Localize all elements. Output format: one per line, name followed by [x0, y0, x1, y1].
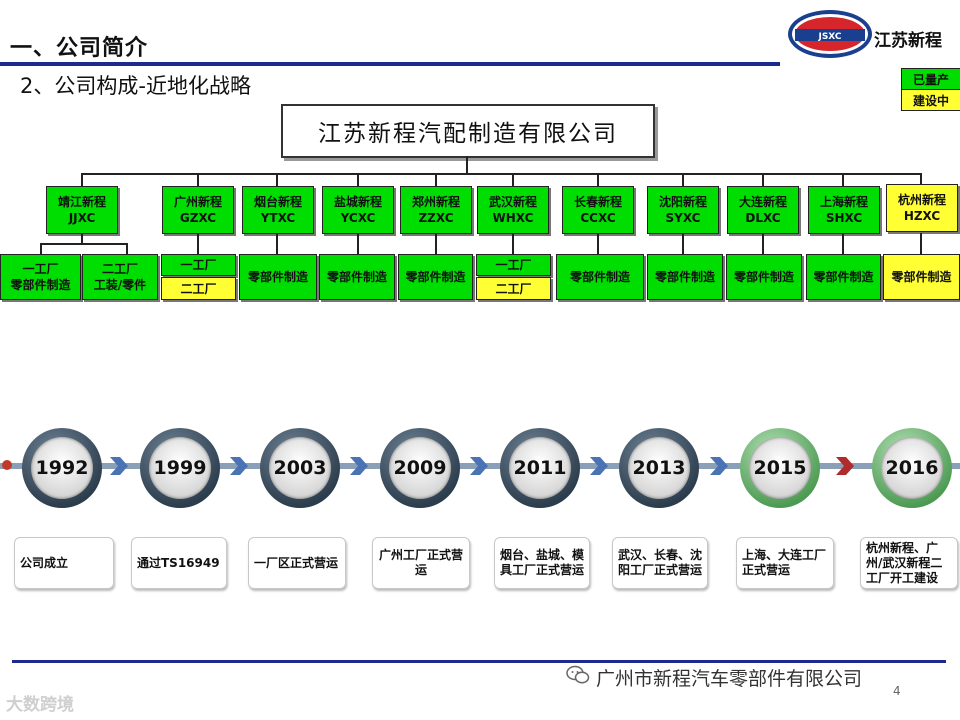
year-node: 2011: [500, 428, 580, 508]
section-subtitle: 2、公司构成-近地化战略: [20, 74, 251, 98]
plant-jj-1: 一工厂零部件制造: [0, 254, 81, 300]
org-root: 江苏新程汽配制造有限公司: [281, 104, 655, 158]
event-card: 通过TS16949: [131, 537, 227, 589]
year-node: 1992: [22, 428, 102, 508]
watermark: 大数跨境: [6, 695, 74, 715]
legend-in-production: 已量产: [901, 68, 960, 90]
wechat-icon: [566, 665, 590, 684]
branch-drop: [597, 173, 599, 186]
plant-connector: [40, 243, 42, 254]
event-card: 广州工厂正式营运: [372, 537, 470, 589]
plant-connector: [126, 243, 128, 254]
branch-drop: [81, 173, 83, 186]
year-node: 2003: [260, 428, 340, 508]
header-rule: [0, 62, 780, 66]
plant-sh: 零部件制造: [806, 254, 881, 300]
chevron-right-icon: [350, 457, 368, 475]
plant-connector: [512, 233, 514, 254]
plant-hz: 零部件制造: [883, 254, 960, 300]
plant-wh-1: 一工厂: [476, 254, 551, 276]
year-label: 2003: [269, 437, 331, 499]
year-label: 2016: [881, 437, 943, 499]
plant-yt: 零部件制造: [239, 254, 317, 300]
branch-drop: [276, 173, 278, 186]
year-label: 2011: [509, 437, 571, 499]
year-label: 2009: [389, 437, 451, 499]
chevron-right-icon: [470, 457, 488, 475]
chevron-right-icon: [110, 457, 128, 475]
branch-drop: [435, 173, 437, 186]
plant-sy: 零部件制造: [647, 254, 723, 300]
event-card: 上海、大连工厂正式营运: [736, 537, 834, 589]
plant-connector: [81, 233, 83, 243]
branch-drop: [682, 173, 684, 186]
event-card: 武汉、长春、沈阳工厂正式营运: [612, 537, 708, 589]
plant-yc: 零部件制造: [319, 254, 395, 300]
branch-bus: [81, 173, 921, 175]
event-card: 一厂区正式营运: [248, 537, 346, 589]
plant-connector: [597, 233, 599, 254]
plant-connector: [435, 233, 437, 254]
branch-drop: [357, 173, 359, 186]
footer-company: 广州市新程汽车零部件有限公司: [596, 668, 863, 690]
plant-connector: [40, 243, 128, 245]
chevron-right-icon: [836, 457, 854, 475]
year-label: 1992: [31, 437, 93, 499]
chevron-right-icon: [590, 457, 608, 475]
section-title: 一、公司简介: [10, 36, 149, 61]
plant-connector: [682, 233, 684, 254]
plant-gz-1: 一工厂: [161, 254, 236, 276]
year-node: 2016: [872, 428, 952, 508]
plant-gz-2: 二工厂: [161, 277, 236, 300]
plant-cc: 零部件制造: [556, 254, 644, 300]
logo-badge-text: JSXC: [817, 32, 841, 42]
event-card: 杭州新程、广州/武汉新程二工厂开工建设: [860, 537, 958, 589]
branch-drop: [197, 173, 199, 186]
plant-dl: 零部件制造: [726, 254, 802, 300]
year-label: 2015: [749, 437, 811, 499]
branch-drop: [512, 173, 514, 186]
footer-rule: [12, 660, 946, 663]
year-label: 2013: [628, 437, 690, 499]
chevron-right-icon: [710, 457, 728, 475]
plant-jj-2: 二工厂工装/零件: [82, 254, 158, 300]
branch-drop: [762, 173, 764, 186]
company-logo: JSXC: [788, 10, 872, 58]
event-card: 烟台、盐城、模具工厂正式营运: [494, 537, 590, 589]
year-node: 1999: [140, 428, 220, 508]
year-node: 2015: [740, 428, 820, 508]
plant-connector: [762, 233, 764, 254]
plant-connector: [842, 233, 844, 254]
page-number: 4: [893, 684, 901, 698]
plant-connector: [920, 233, 922, 254]
logo-text: 江苏新程: [874, 31, 942, 51]
timeline-start-dot: [2, 460, 12, 470]
year-label: 1999: [149, 437, 211, 499]
branch-drop: [920, 173, 922, 186]
year-node: 2013: [619, 428, 699, 508]
legend-under-construction: 建设中: [901, 89, 960, 111]
plant-connector: [357, 233, 359, 254]
root-connector: [466, 156, 468, 174]
year-node: 2009: [380, 428, 460, 508]
plant-wh-2: 二工厂: [476, 277, 551, 300]
plant-connector: [197, 233, 199, 254]
event-card: 公司成立: [14, 537, 114, 589]
plant-connector: [276, 233, 278, 254]
branch-drop: [842, 173, 844, 186]
chevron-right-icon: [230, 457, 248, 475]
plant-zz: 零部件制造: [398, 254, 473, 300]
